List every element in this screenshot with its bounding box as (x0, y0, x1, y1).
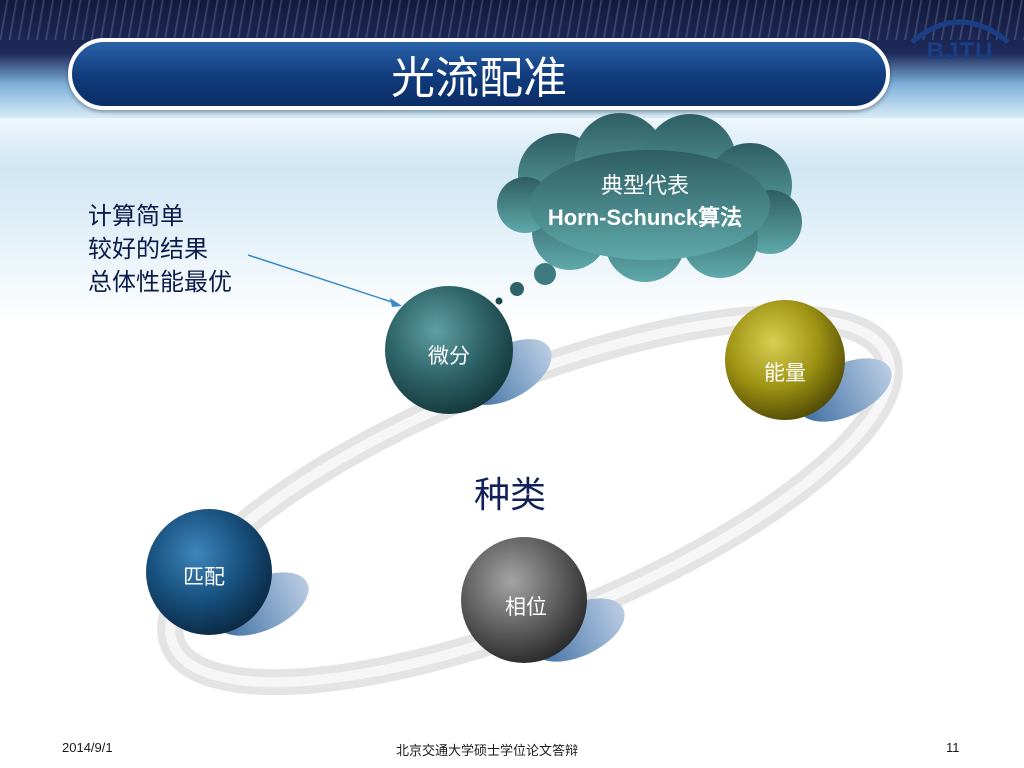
node-label-differential: 微分 (428, 344, 470, 368)
callout-text: 典型代表 Horn-Schunck算法 (500, 170, 790, 234)
callout-bubble-medium (510, 282, 524, 296)
node-label-matching: 匹配 (183, 565, 225, 589)
node-matching (146, 509, 272, 635)
diagram-center-label: 种类 (473, 475, 546, 516)
node-phase (461, 537, 587, 663)
node-differential (385, 286, 513, 414)
note-item: 总体性能最优 (88, 268, 232, 296)
title-bar: 光流配准 (68, 38, 890, 110)
node-label-phase: 相位 (505, 595, 547, 619)
notes-list: 计算简单 较好的结果 总体性能最优 (88, 200, 232, 299)
callout-line-2: Horn-Schunck算法 (547, 205, 743, 230)
logo-text: BJTU (926, 38, 994, 65)
callout-bubble-small (495, 297, 503, 305)
page-number: 11 (946, 740, 960, 755)
decorative-swirl (0, 0, 1024, 40)
bjtu-logo: BJTU (906, 10, 1014, 70)
callout-line-1: 典型代表 (600, 173, 689, 198)
footer-date: 2014/9/1 (62, 740, 113, 755)
note-item: 计算简单 (88, 202, 184, 230)
callout-bubble-large (534, 263, 556, 285)
arrow-head-icon (390, 298, 402, 307)
logo-arc-icon (910, 19, 1010, 44)
node-label-energy: 能量 (764, 361, 806, 385)
slide-title: 光流配准 (391, 53, 567, 104)
arrow-line (247, 254, 399, 305)
note-item: 较好的结果 (88, 235, 208, 263)
callout-cloud (497, 113, 802, 282)
node-energy (725, 300, 845, 420)
footer-center-text: 北京交通大学硕士学位论文答辩 (396, 744, 579, 759)
